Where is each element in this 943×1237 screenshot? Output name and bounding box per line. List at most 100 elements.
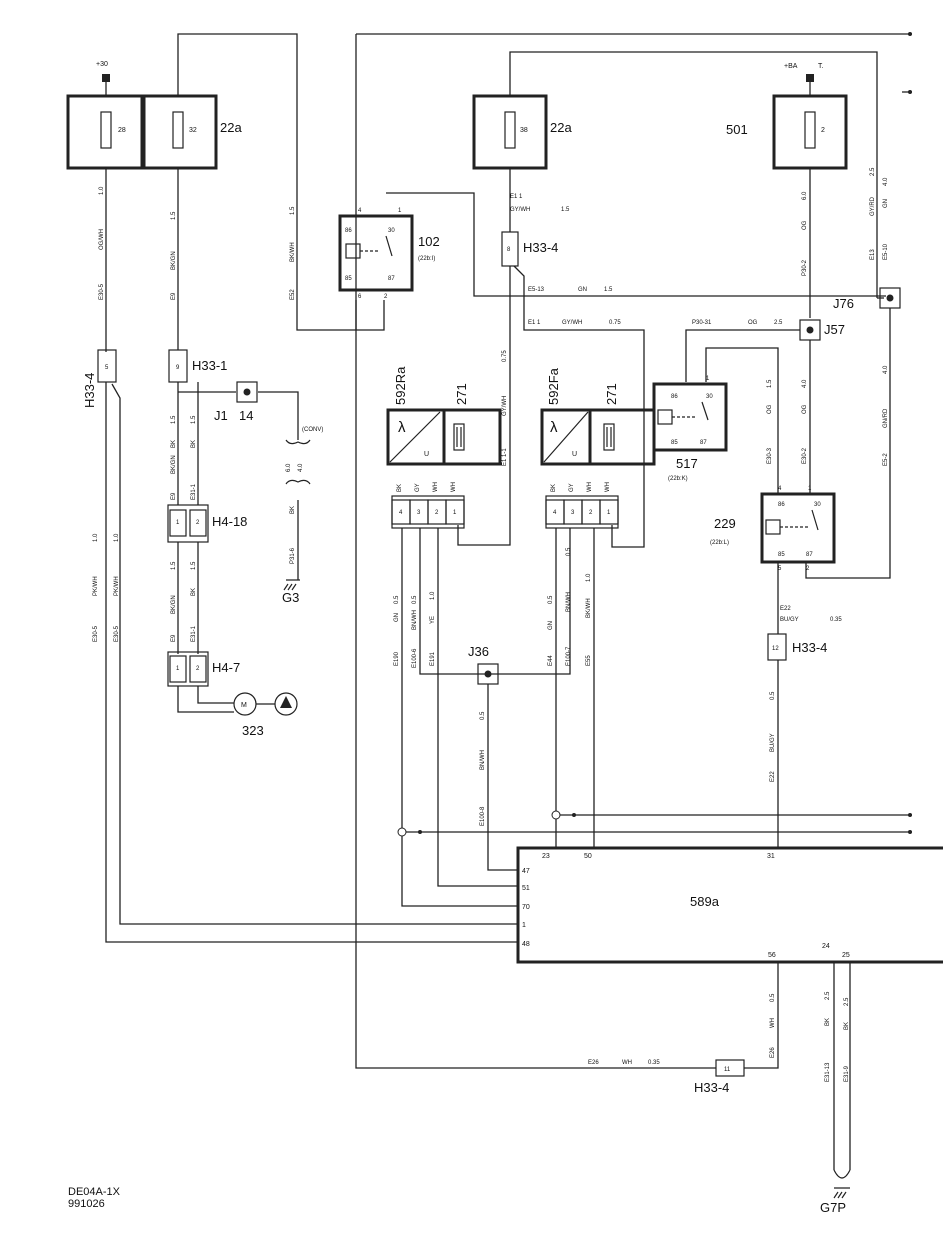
svg-text:E31-1: E31-1 bbox=[191, 483, 197, 500]
svg-text:OG/WH: OG/WH bbox=[99, 229, 105, 250]
svg-text:23: 23 bbox=[542, 853, 550, 860]
svg-text:1: 1 bbox=[808, 486, 812, 492]
svg-text:M: M bbox=[241, 702, 247, 709]
j36-label: J36 bbox=[468, 644, 489, 659]
fuse-box-501: 2 501 bbox=[726, 94, 848, 170]
svg-text:30: 30 bbox=[814, 502, 821, 508]
fuse-32-label: 32 bbox=[189, 127, 197, 134]
svg-text:E13: E13 bbox=[870, 249, 876, 260]
connector-j1: J1 14 bbox=[214, 381, 258, 423]
svg-text:1: 1 bbox=[706, 376, 710, 382]
svg-text:50: 50 bbox=[584, 853, 592, 860]
svg-text:OG: OG bbox=[802, 404, 808, 414]
svg-text:86: 86 bbox=[671, 394, 678, 400]
svg-text:E100-6: E100-6 bbox=[412, 648, 418, 668]
svg-text:0.5: 0.5 bbox=[480, 711, 486, 720]
svg-text:87: 87 bbox=[700, 440, 707, 446]
svg-text:1: 1 bbox=[607, 510, 611, 516]
svg-text:BN/WH: BN/WH bbox=[566, 592, 572, 612]
svg-text:E31-1: E31-1 bbox=[191, 625, 197, 642]
svg-text:12: 12 bbox=[772, 646, 779, 652]
svg-text:86: 86 bbox=[778, 502, 785, 508]
svg-text:GY/WH: GY/WH bbox=[502, 396, 508, 416]
pump-323-label: 323 bbox=[242, 723, 264, 738]
svg-text:1.0: 1.0 bbox=[430, 591, 436, 600]
svg-text:GN: GN bbox=[883, 199, 889, 208]
svg-text:U: U bbox=[572, 451, 577, 458]
svg-text:BU/GY: BU/GY bbox=[780, 617, 799, 623]
svg-text:BN/WH: BN/WH bbox=[412, 610, 418, 630]
svg-text:1.5: 1.5 bbox=[767, 379, 773, 388]
sensor-592fa-heater: 271 bbox=[604, 383, 619, 405]
svg-text:E22: E22 bbox=[770, 771, 776, 782]
svg-text:47: 47 bbox=[522, 868, 530, 875]
svg-text:1.5: 1.5 bbox=[290, 206, 296, 215]
svg-text:E191: E191 bbox=[430, 651, 436, 666]
svg-text:E100-7: E100-7 bbox=[566, 646, 572, 666]
svg-text:E30-5: E30-5 bbox=[114, 625, 120, 642]
svg-text:P30-2: P30-2 bbox=[802, 259, 808, 276]
h33-4-bottom-label: H33-4 bbox=[694, 1080, 729, 1095]
plus-ba-label: +BA bbox=[784, 63, 798, 70]
wires bbox=[105, 33, 912, 1170]
svg-text:BK: BK bbox=[551, 484, 557, 492]
svg-text:BU/GY: BU/GY bbox=[770, 733, 776, 752]
svg-text:85: 85 bbox=[671, 440, 678, 446]
svg-text:BK: BK bbox=[825, 1018, 831, 1026]
sensor-592ra-heater: 271 bbox=[454, 383, 469, 405]
svg-text:OG: OG bbox=[767, 404, 773, 414]
svg-text:1.5: 1.5 bbox=[171, 211, 177, 220]
svg-text:E5-2: E5-2 bbox=[883, 453, 889, 466]
svg-text:8: 8 bbox=[507, 247, 511, 253]
connector-j36: J36 bbox=[468, 644, 499, 685]
svg-text:1.5: 1.5 bbox=[191, 561, 197, 570]
svg-text:1.0: 1.0 bbox=[93, 533, 99, 542]
svg-text:2: 2 bbox=[806, 566, 810, 572]
relay-102-label: 102 bbox=[418, 234, 440, 249]
svg-text:E30-5: E30-5 bbox=[93, 625, 99, 642]
svg-text:4: 4 bbox=[358, 208, 362, 214]
svg-text:GY: GY bbox=[569, 483, 575, 492]
svg-text:48: 48 bbox=[522, 941, 530, 948]
svg-text:GY/WH: GY/WH bbox=[562, 320, 582, 326]
svg-text:1.5: 1.5 bbox=[191, 415, 197, 424]
svg-text:0.5: 0.5 bbox=[394, 595, 400, 604]
svg-text:1.5: 1.5 bbox=[561, 207, 570, 213]
h4-18-label: H4-18 bbox=[212, 514, 247, 529]
svg-text:0.5: 0.5 bbox=[770, 993, 776, 1002]
diagram-code: DE04A-1X bbox=[68, 1186, 120, 1198]
fuse-box-22a-left: 28 32 22a bbox=[66, 94, 242, 170]
svg-text:2: 2 bbox=[196, 666, 200, 672]
g7p-label: G7P bbox=[820, 1200, 846, 1215]
fuse-box-22a-mid: 38 22a bbox=[472, 94, 572, 170]
svg-text:0.75: 0.75 bbox=[502, 350, 508, 362]
sensor-592ra: λ U 592Ra 271 4 3 2 1 BK GY WH WH bbox=[386, 366, 502, 529]
svg-text:BK/GN: BK/GN bbox=[171, 251, 177, 270]
svg-text:GY/WH: GY/WH bbox=[510, 207, 530, 213]
svg-text:E31-13: E31-13 bbox=[825, 1062, 831, 1082]
svg-text:E30-5: E30-5 bbox=[99, 283, 105, 300]
fuse-box-22a-label: 22a bbox=[220, 120, 242, 135]
svg-text:24: 24 bbox=[822, 943, 830, 950]
connector-j57: J57 bbox=[799, 319, 845, 341]
relay-517: 1 86 30 85 87 517 (22b:K) bbox=[652, 376, 728, 482]
svg-text:70: 70 bbox=[522, 904, 530, 911]
svg-text:5: 5 bbox=[105, 365, 109, 371]
svg-text:WH: WH bbox=[587, 482, 593, 492]
connector-j76: J76 bbox=[833, 287, 901, 311]
svg-text:56: 56 bbox=[768, 952, 776, 959]
connector-h4-18: 1 2 H4-18 bbox=[167, 504, 247, 543]
svg-text:λ: λ bbox=[550, 419, 558, 436]
svg-text:0.5: 0.5 bbox=[548, 595, 554, 604]
svg-text:E55: E55 bbox=[586, 655, 592, 666]
h33-4-right-label: H33-4 bbox=[792, 640, 827, 655]
connector-h33-4-mid: 8 H33-4 bbox=[501, 231, 558, 267]
fuse-2-label: 2 bbox=[821, 127, 825, 134]
sensor-592ra-label: 592Ra bbox=[393, 366, 408, 405]
svg-text:P31-6: P31-6 bbox=[290, 547, 296, 564]
h33-1-label: H33-1 bbox=[192, 358, 227, 373]
conv-bracket bbox=[285, 420, 311, 485]
svg-text:1.5: 1.5 bbox=[604, 287, 613, 293]
svg-text:0.35: 0.35 bbox=[648, 1060, 660, 1066]
svg-text:1: 1 bbox=[176, 520, 180, 526]
